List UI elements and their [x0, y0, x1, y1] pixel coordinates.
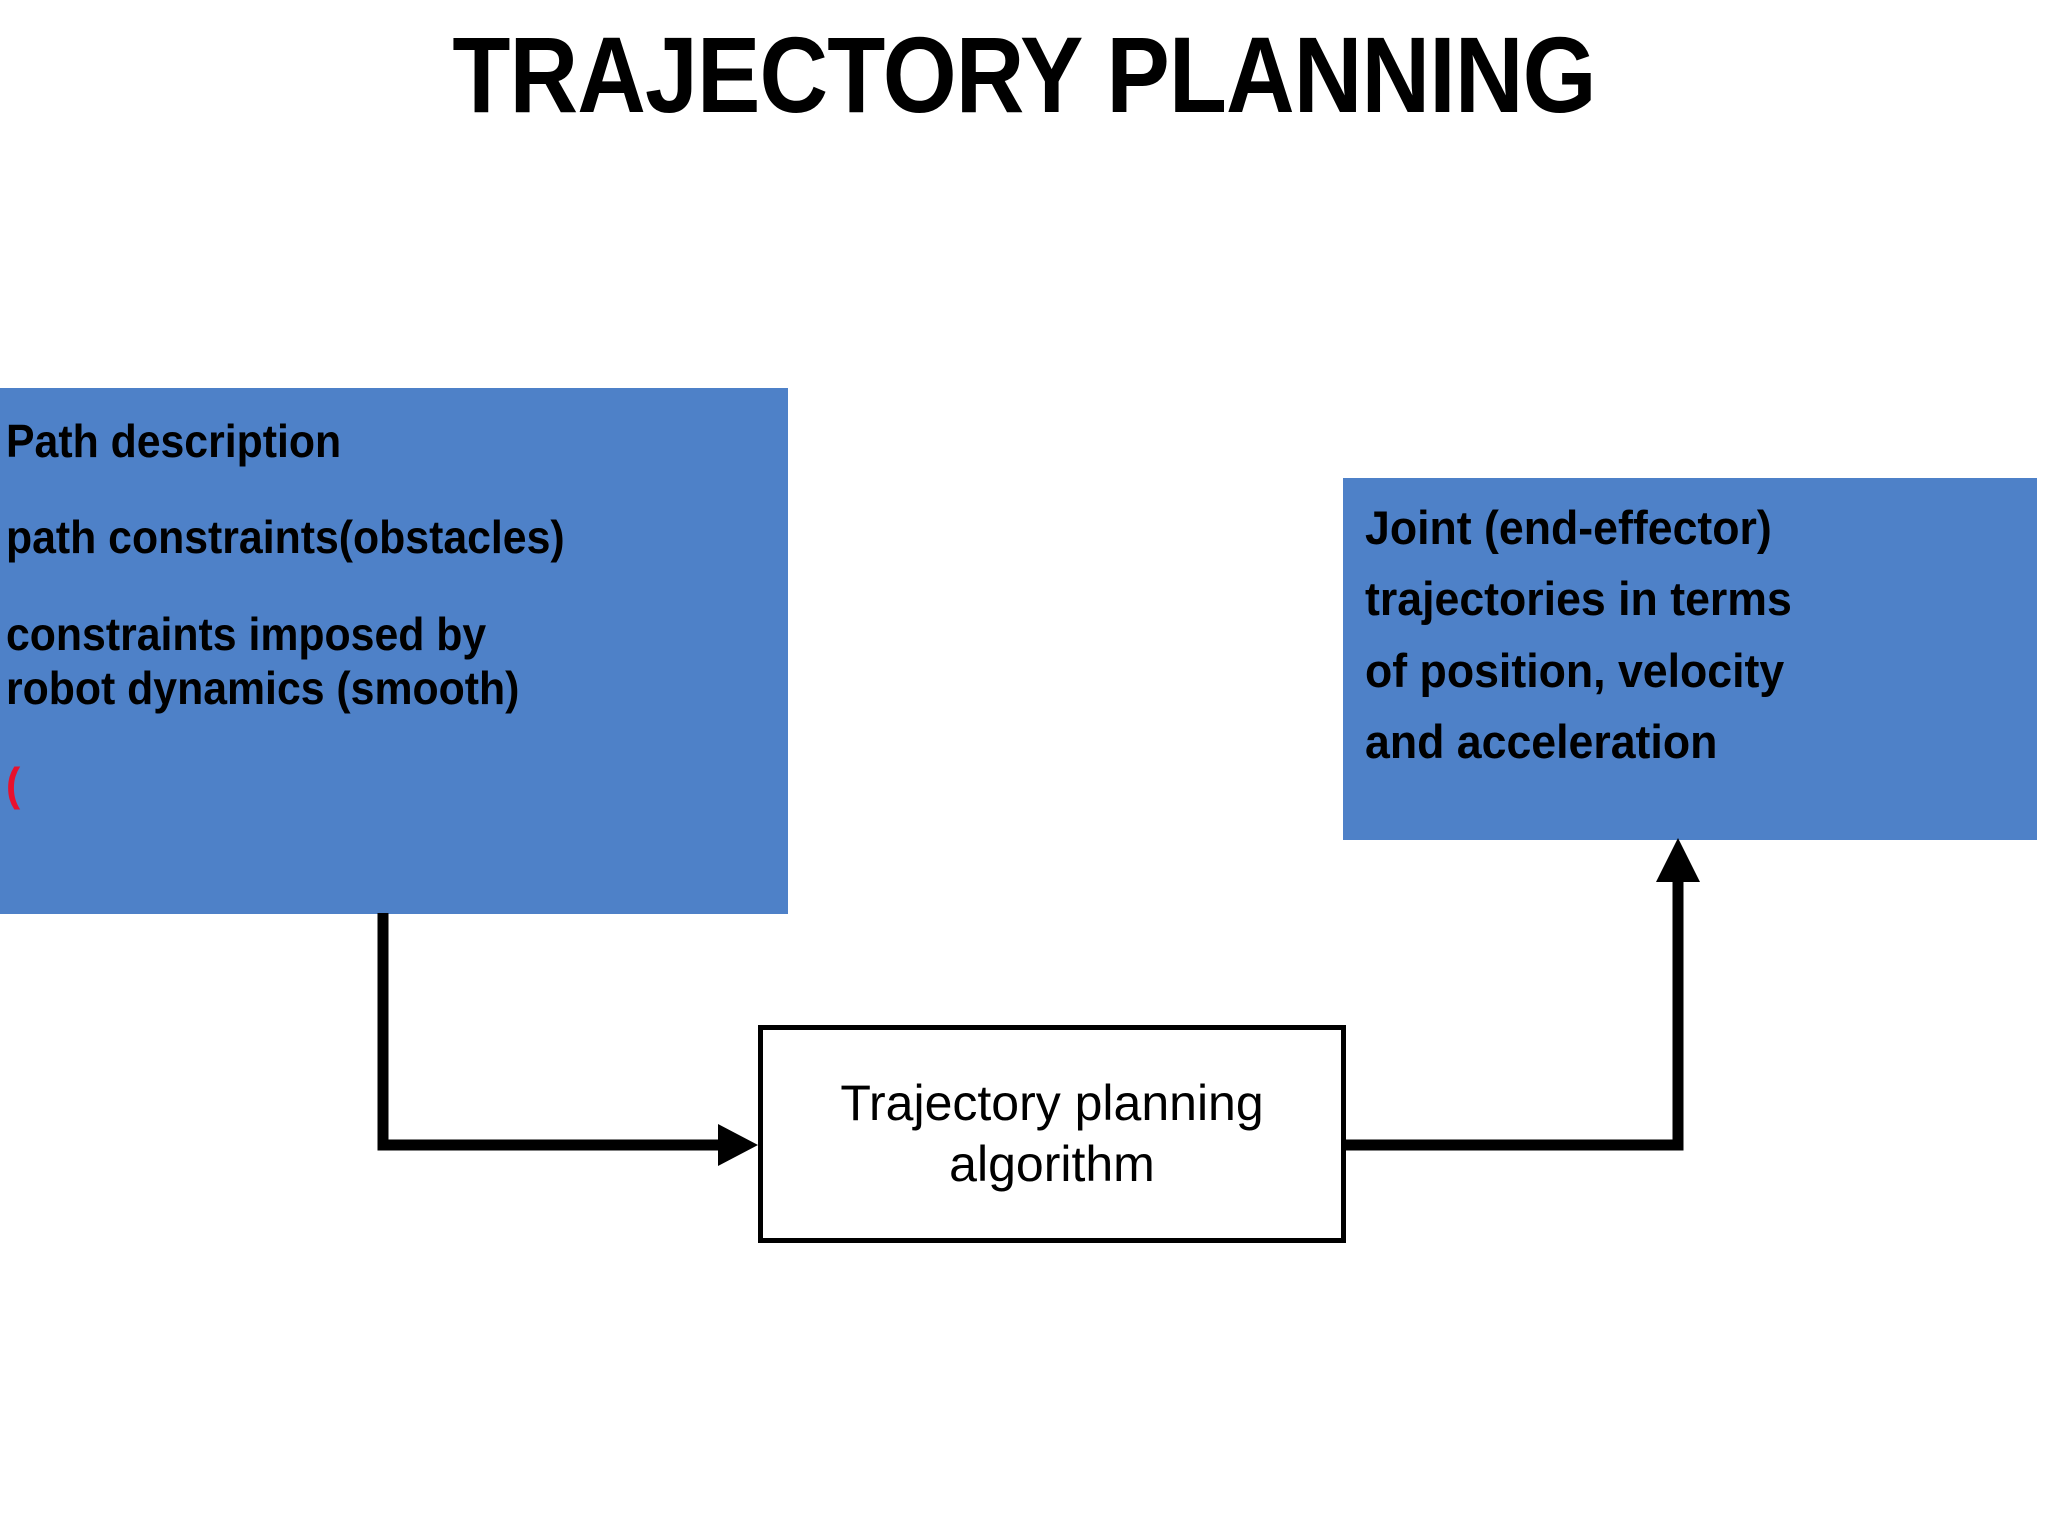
arrow-up-icon	[1656, 838, 1700, 882]
page-title: TRAJECTORY PLANNING	[452, 14, 1596, 135]
input-description-box: Path description path constraints(obstac…	[0, 388, 788, 914]
input-red-paren-marker: (	[6, 758, 21, 811]
output-line-acceleration: and acceleration	[1365, 715, 1718, 769]
input-line-path-constraints: path constraints(obstacles)	[6, 511, 565, 564]
connector-input-to-algorithm	[377, 913, 735, 1151]
output-description-box: Joint (end-effector) trajectories in ter…	[1343, 478, 2037, 840]
output-line-joint: Joint (end-effector)	[1365, 501, 1772, 554]
arrow-right-icon	[718, 1124, 758, 1166]
trajectory-planning-algorithm-box: Trajectory planning algorithm	[758, 1025, 1346, 1243]
algorithm-box-label: Trajectory planning algorithm	[826, 1073, 1277, 1195]
input-line-dynamics-constraints-a: constraints imposed by	[6, 607, 487, 660]
output-line-trajectories: trajectories in terms	[1365, 572, 1792, 626]
input-line-dynamics-constraints-b: robot dynamics (smooth)	[6, 661, 520, 714]
algorithm-label-line1: Trajectory planning	[840, 1075, 1264, 1131]
connector-algorithm-to-output	[1345, 866, 1684, 1151]
output-line-position-velocity: of position, velocity	[1365, 643, 1785, 697]
input-line-path-description: Path description	[6, 415, 342, 467]
algorithm-label-line2: algorithm	[949, 1136, 1155, 1192]
